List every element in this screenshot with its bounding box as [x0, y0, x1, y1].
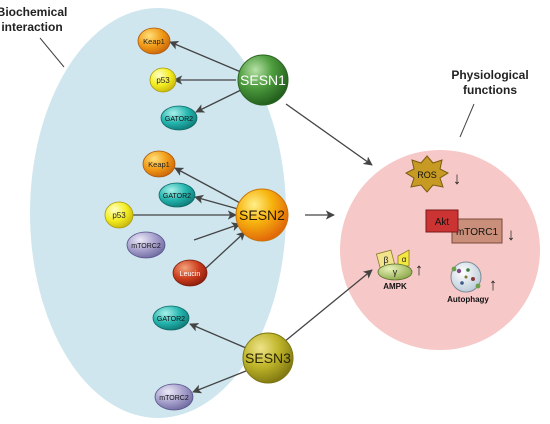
sesn3-gator2-node: GATOR2: [152, 305, 190, 331]
sesn2-gator2-node: GATOR2: [158, 182, 196, 208]
akt-node: Akt: [425, 209, 459, 233]
biochemical-label-line1: Biochemical: [0, 5, 67, 19]
arrow-sesn3-mtorc2: [192, 370, 247, 394]
sesn2-keap1-label: Keap1: [148, 160, 170, 169]
ampk-gamma-subunit: [377, 263, 413, 281]
ampk-alpha-label: α: [402, 255, 407, 264]
sesn3-node: SESN3: [242, 332, 294, 384]
sesn1-gator2-label: GATOR2: [165, 116, 193, 123]
sesn1-p53-node: p53: [149, 67, 177, 93]
ampk-complex: β α γ AMPK: [375, 249, 413, 291]
sesn2-leucin-node: Leucin: [172, 259, 208, 287]
autophagy-node: Autophagy: [447, 261, 489, 304]
autophagy-up-arrow: ↑: [489, 275, 498, 294]
arrow-sesn1-keap1: [169, 40, 242, 73]
sesn1-p53-label: p53: [156, 76, 170, 85]
arrow-leucin-sesn2: [204, 231, 246, 270]
autophagy-label: Autophagy: [447, 295, 489, 304]
mtorc1-down-arrow: ↓: [507, 225, 516, 244]
akt-label: Akt: [435, 217, 450, 228]
sesn1-node: SESN1: [237, 54, 289, 106]
ros-down-arrow: ↓: [453, 169, 462, 188]
sesn2-mtorc2-node: mTORC2: [126, 231, 166, 259]
sesn3-gator2-label: GATOR2: [157, 316, 185, 323]
ampk-alpha-subunit: [397, 249, 410, 267]
sesn2-gator2-label: GATOR2: [163, 193, 191, 200]
arrow-sesn3-gator2: [189, 323, 247, 349]
sesn2-p53-node: p53: [104, 201, 134, 229]
sesn2-p53-label: p53: [112, 211, 126, 220]
sesn2-label: SESN2: [239, 207, 285, 223]
ros-label: ROS: [417, 170, 437, 180]
arrow-sesn1-functions: [285, 103, 373, 166]
physiological-label-line1: Physiological: [451, 68, 528, 82]
ampk-gamma-label: γ: [393, 267, 398, 277]
sesn2-keap1-node: Keap1: [142, 150, 176, 178]
sesn3-label: SESN3: [245, 350, 291, 366]
biochemical-label-line2: interaction: [1, 20, 62, 34]
sesn2-leucin-label: Leucin: [180, 271, 201, 278]
sesn1-keap1-label: Keap1: [143, 37, 165, 46]
mtorc1-label: mTORC1: [456, 227, 498, 238]
autophagosome-cargo: [451, 266, 481, 289]
physiological-label-line2: functions: [463, 83, 517, 97]
physiological-functions-zone: [340, 150, 540, 350]
physiological-callout-line: [459, 103, 475, 138]
mtorc1-node: mTORC1: [451, 218, 503, 244]
sesn2-mtorc2-label: mTORC2: [131, 243, 161, 250]
sesn2-node: SESN2: [235, 188, 289, 242]
ampk-up-arrow: ↑: [415, 260, 424, 279]
ampk-label: AMPK: [383, 282, 407, 291]
arrow-sesn2-gator2: [194, 194, 239, 210]
sesn1-keap1-node: Keap1: [137, 27, 171, 55]
sesn3-mtorc2-label: mTORC2: [159, 395, 189, 402]
ros-burst-shape: [404, 155, 450, 193]
arrow-sesn2-keap1: [174, 167, 243, 205]
arrow-sesn3-functions: [283, 269, 373, 343]
ampk-beta-label: β: [383, 255, 388, 265]
ros-node: ROS: [404, 155, 450, 193]
sesn1-label: SESN1: [240, 72, 286, 88]
arrow-mtorc2-sesn2: [193, 222, 241, 241]
sesn1-gator2-node: GATOR2: [160, 105, 198, 131]
sesn3-mtorc2-node: mTORC2: [154, 383, 194, 411]
arrow-sesn1-gator2: [195, 89, 242, 113]
biochemical-callout-line: [39, 37, 65, 68]
biochemical-interaction-zone: [30, 8, 286, 418]
